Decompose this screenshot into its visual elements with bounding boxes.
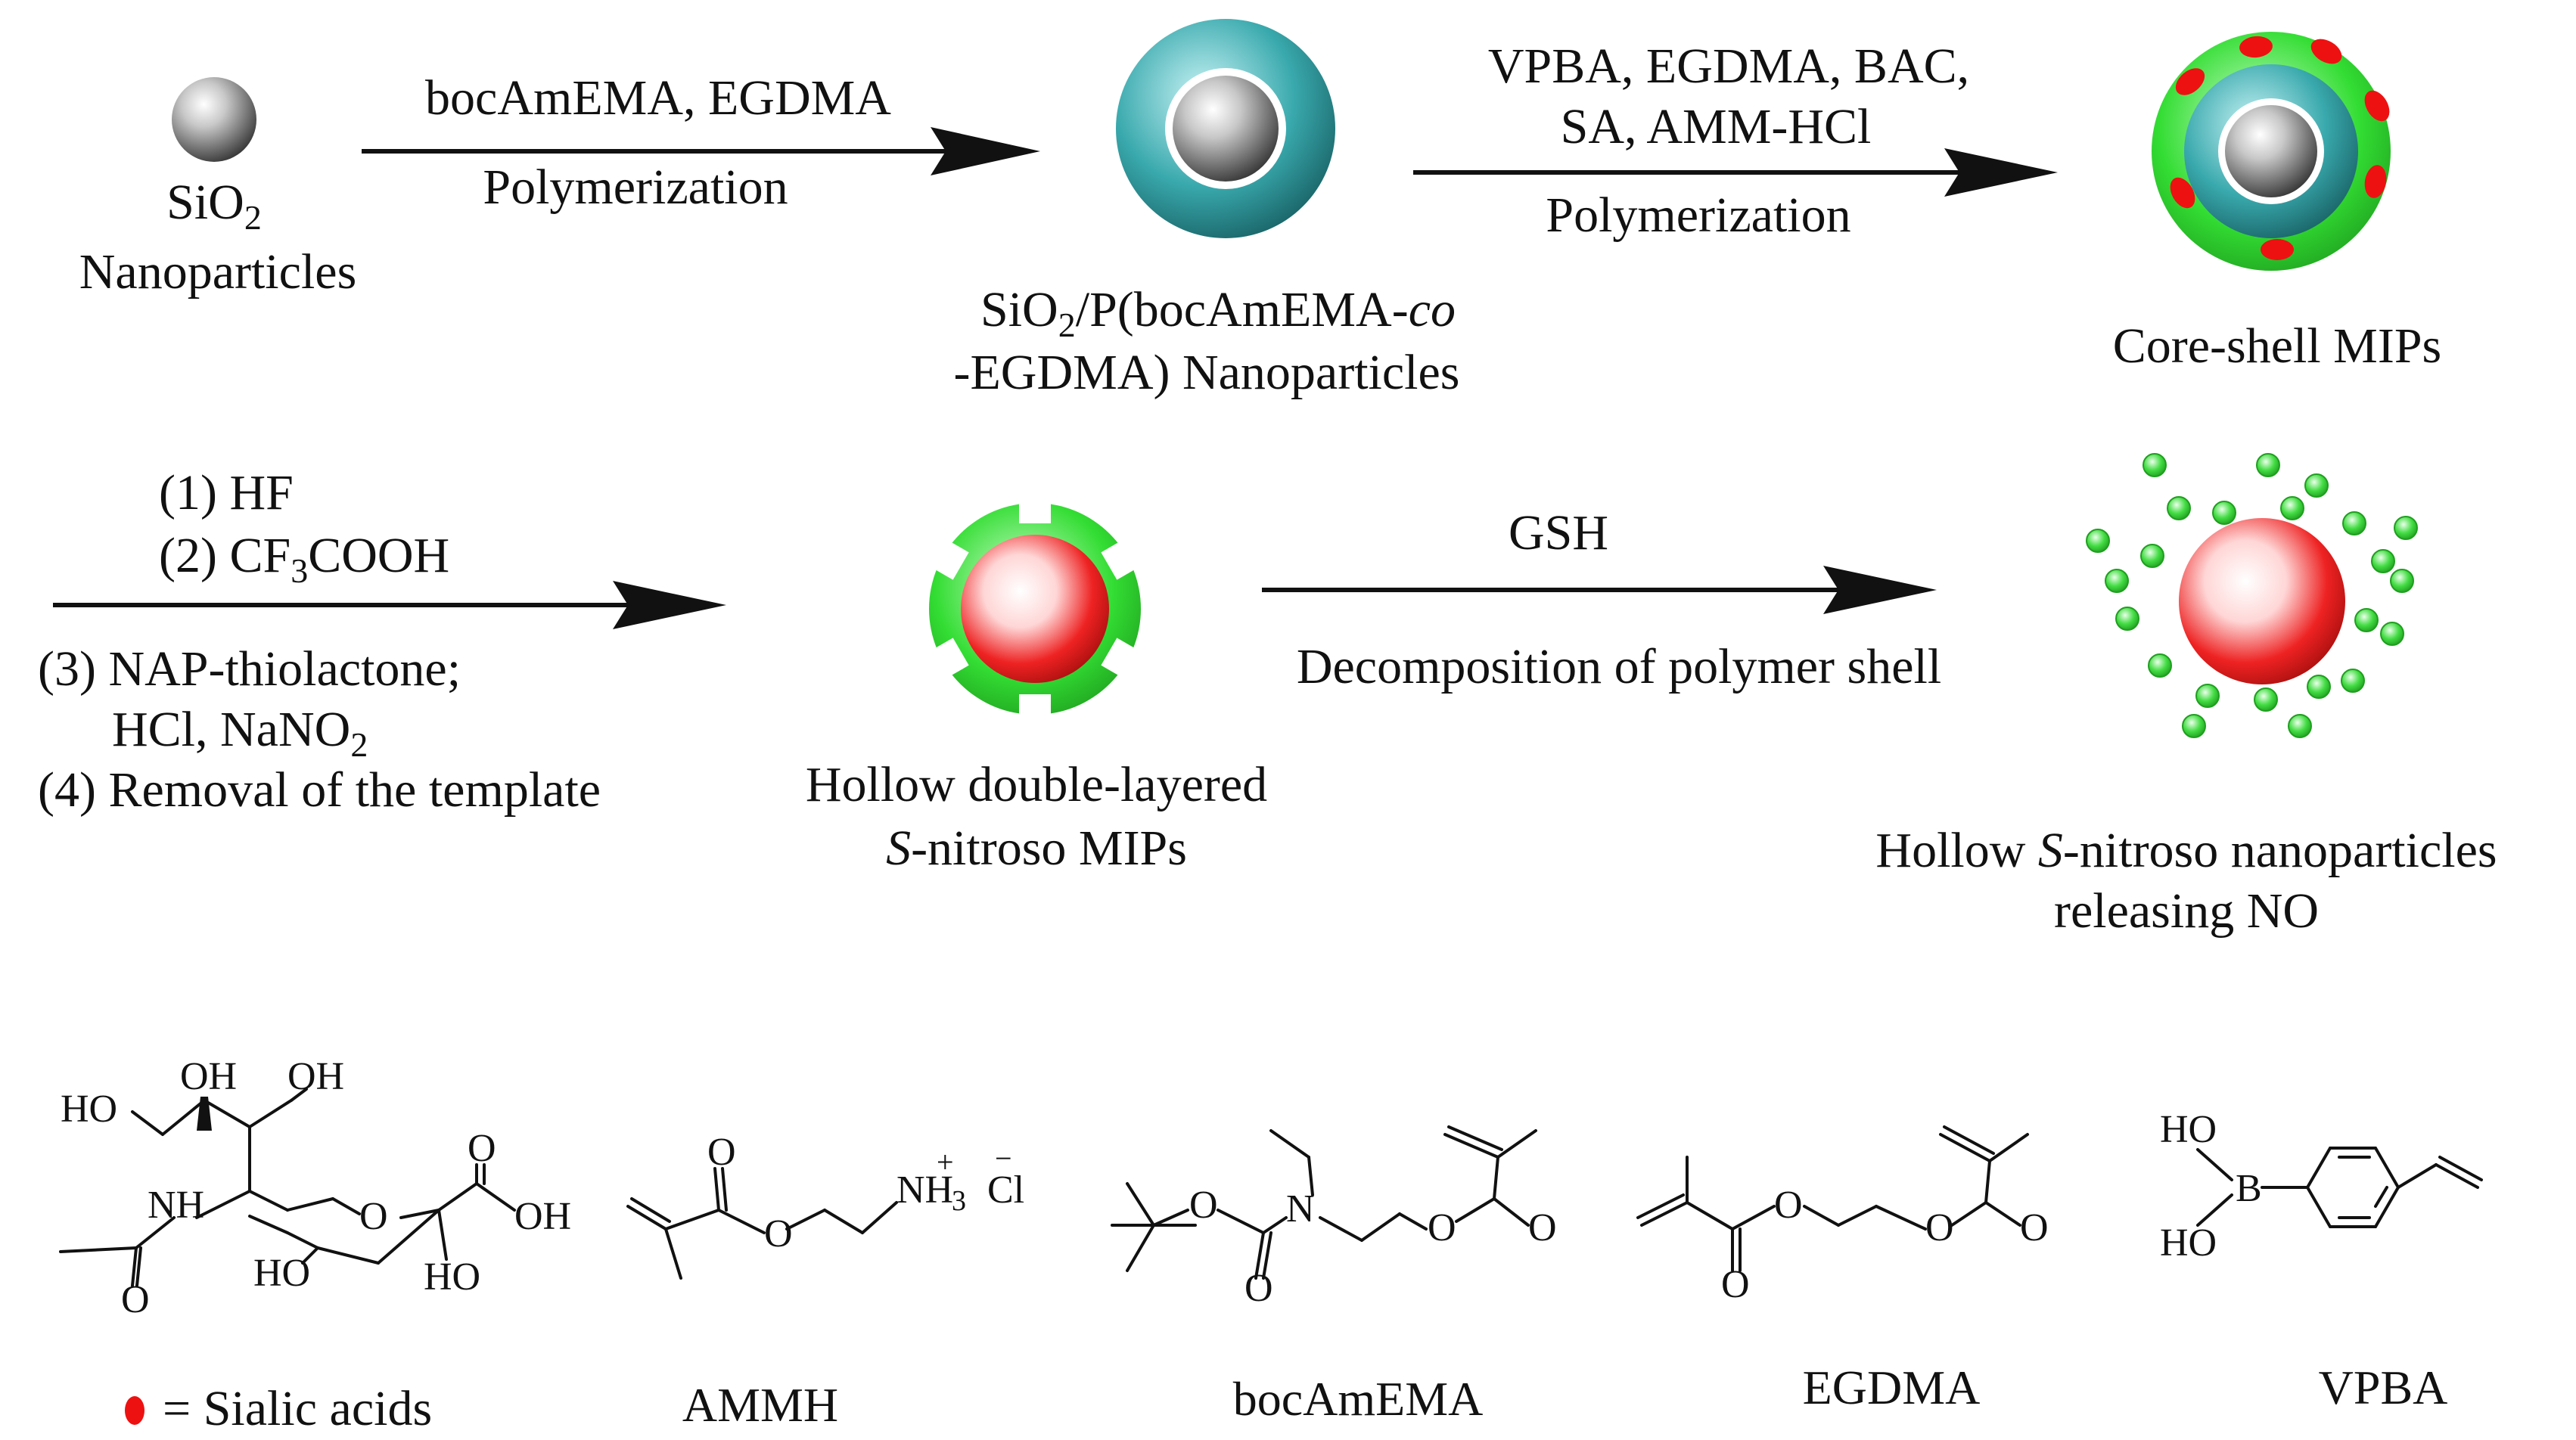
egdma-o-co-right: O: [2020, 1206, 2049, 1249]
structure-ammh: [626, 1167, 898, 1280]
step1-process: Polymerization: [483, 160, 788, 215]
hollow-mip-label-line1: Hollow double-layered: [805, 757, 1268, 812]
bocamema-n: N: [1286, 1187, 1315, 1231]
bocamema-o-boc: O: [1189, 1184, 1218, 1227]
structure-sialic-acid: [59, 1088, 516, 1287]
step3-condition-1: (1) HF: [159, 465, 294, 520]
sialic-amide-o: O: [121, 1278, 150, 1321]
ammh-plus: +: [937, 1145, 954, 1179]
step2-process: Polymerization: [1546, 188, 1851, 243]
bocamema-o-co: O: [1528, 1206, 1557, 1249]
ammh-cl: Cl: [987, 1168, 1024, 1212]
hollow-double-layered-mip: [929, 498, 1141, 720]
coated-particle: [1116, 19, 1335, 238]
bocamema-name: bocAmEMA: [1232, 1372, 1484, 1426]
step3-condition-3b: HCl, NaNO2: [112, 702, 368, 765]
egdma-o-co-left: O: [1721, 1263, 1750, 1306]
egdma-o-ester-left: O: [1774, 1184, 1803, 1227]
structure-vpba: [2196, 1147, 2483, 1228]
ammh-minus: −: [995, 1141, 1012, 1175]
step3-condition-4: (4) Removal of the template: [38, 762, 601, 818]
egdma-o-ester-right: O: [1925, 1206, 1954, 1249]
legend-text: = Sialic acids: [163, 1381, 433, 1436]
step2-reagents-line2: SA, AMM-HCl: [1560, 99, 1872, 154]
step3-condition-3: (3) NAP-thiolactone;: [38, 641, 461, 697]
sialic-carbonyl-o: O: [468, 1127, 496, 1170]
silica-label-line2: Nanoparticles: [79, 244, 357, 299]
sialic-ho1: HO: [61, 1088, 117, 1131]
arrow-step1: [362, 127, 1040, 175]
sialic-oh3: OH: [287, 1055, 344, 1098]
vpba-b: B: [2236, 1167, 2262, 1210]
ammh-nh-sub: 3: [952, 1185, 966, 1217]
vpba-ho-top: HO: [2160, 1108, 2217, 1151]
ammh-nh: NH: [896, 1168, 953, 1212]
sialic-cooh-oh: OH: [514, 1195, 571, 1238]
coated-particle-label-line2: -EGDMA) Nanoparticles: [953, 345, 1460, 400]
core-shell-mip-label: Core-shell MIPs: [2112, 318, 2442, 374]
arrow-step2: [1413, 148, 2058, 197]
vpba-ho-bottom: HO: [2160, 1221, 2217, 1265]
arrow-step3: [53, 581, 726, 629]
step3-condition-2: (2) CF3COOH: [159, 528, 450, 591]
vpba-name: VPBA: [2318, 1361, 2448, 1414]
bocamema-o-ester: O: [1428, 1206, 1456, 1249]
sialic-ho4: HO: [253, 1252, 310, 1295]
core-shell-mip: [2152, 32, 2391, 271]
sialic-ho5: HO: [424, 1255, 480, 1299]
final-product-label-line2: releasing NO: [2053, 883, 2320, 939]
hollow-mip-label-line2: S-nitroso MIPs: [886, 821, 1187, 876]
ammh-o-ester: O: [764, 1212, 793, 1255]
step1-reagents: bocAmEMA, EGDMA: [425, 70, 891, 126]
silica-particle: [172, 77, 256, 162]
silica-label: SiO2: [166, 175, 262, 237]
sialic-ring-o: O: [359, 1195, 388, 1238]
step2-reagents-line1: VPBA, EGDMA, BAC,: [1487, 39, 1970, 94]
sialic-acid-markers: [2170, 36, 2390, 260]
ammh-name: AMMH: [682, 1378, 839, 1432]
sialic-nh: NH: [148, 1184, 204, 1227]
structure-egdma: [1636, 1125, 2029, 1272]
coated-particle-label-line1: SiO2/P(bocAmEMA-co: [980, 282, 1456, 345]
sialic-oh2: OH: [180, 1055, 237, 1098]
no-dots: [2086, 453, 2418, 738]
hollow-nanoparticle-releasing-no: [2086, 453, 2418, 738]
legend-sialic-marker: [125, 1396, 144, 1425]
arrow-step4: [1262, 566, 1937, 614]
egdma-name: EGDMA: [1802, 1361, 1981, 1414]
step4-reagent: GSH: [1508, 505, 1609, 560]
ammh-o-carbonyl: O: [707, 1131, 736, 1174]
step4-process: Decomposition of polymer shell: [1296, 639, 1942, 694]
sialic-wedge: [197, 1097, 212, 1131]
structure-bocamema: [1111, 1125, 1537, 1280]
final-product-label-line1: Hollow S-nitroso nanoparticles: [1875, 823, 2497, 878]
bocamema-o-boc-co: O: [1244, 1267, 1273, 1310]
